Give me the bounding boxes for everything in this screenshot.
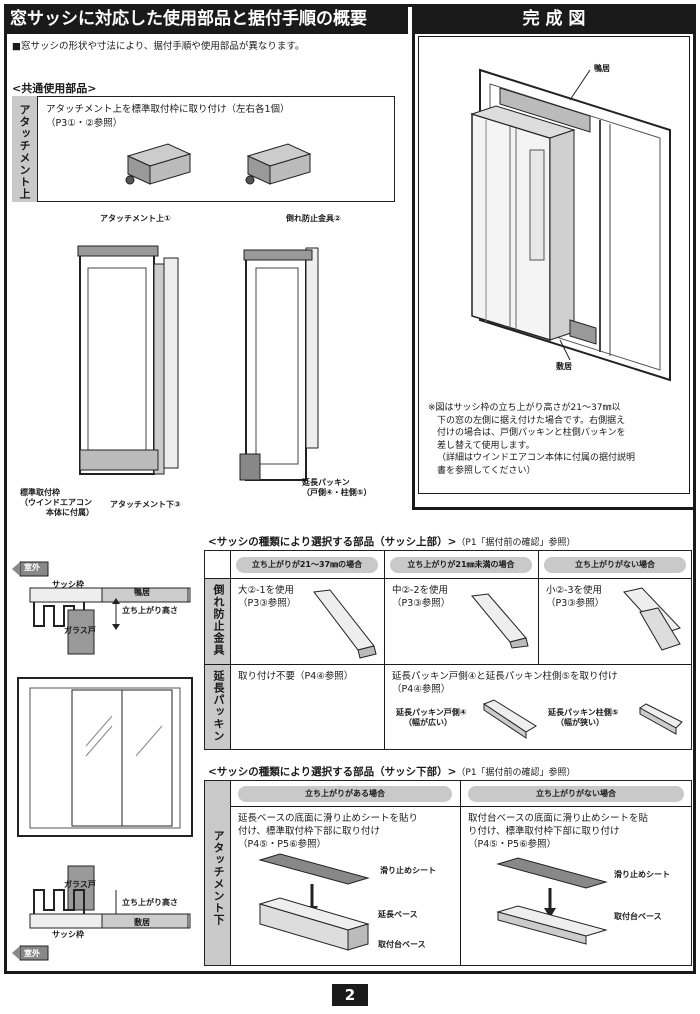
sash-outdoor-label: 室外	[24, 563, 40, 572]
fall-prevent-large-icon	[313, 589, 377, 659]
completed-title: 完 成 図	[412, 4, 696, 34]
upper-col-header-1: 立ち上がりが21〜37㎜の場合	[236, 557, 378, 573]
lower-table	[204, 780, 692, 966]
upper-row1-label: 倒れ防止金具	[212, 584, 225, 656]
upper-table	[204, 550, 692, 750]
common-side-label	[12, 96, 38, 202]
sash-rise-label: 立ち上がり高さ	[122, 606, 178, 615]
lower-left-label-sheet: 滑り止めシート	[380, 866, 436, 875]
intro-note: ■窓サッシの形状や寸法により、据付手順や使用部品が異なります。	[12, 41, 305, 52]
lower-right-label-base: 取付台ベース	[614, 912, 662, 921]
upper-r1c2: 中②-2を使用（P3③参照）	[392, 585, 451, 609]
sash-lintel-label: 鴨居	[134, 588, 150, 597]
lower-right-illustration	[496, 857, 608, 945]
attachment-top-right-illustration	[245, 143, 312, 185]
upper-col-header-3: 立ち上がりがない場合	[544, 557, 686, 573]
label-standard-frame: 標準取付枠 （ウインドエアコン 本体に付属）	[20, 488, 94, 517]
lower-left-label-base: 取付台ベース	[378, 940, 426, 949]
packing-pillar-label: 延長パッキン柱側⑤（幅が狭い）	[548, 708, 619, 727]
upper-r1c1: 大②-1を使用（P3③参照）	[238, 585, 297, 609]
page-number: 2	[332, 984, 368, 1006]
packing-door-label: 延長パッキン戸側④（幅が広い）	[396, 708, 467, 727]
sash-rise-label-2: 立ち上がり高さ	[122, 898, 178, 907]
lower-left-illustration	[258, 853, 370, 951]
label-attach-top: アタッチメント上①	[100, 214, 171, 223]
common-side-text: アタッチメント上	[18, 104, 31, 200]
label-attach-bottom: アタッチメント下③	[110, 500, 181, 509]
label-fall-prevent: 倒れ防止金具②	[286, 214, 341, 223]
common-heading: <共通使用部品>	[12, 82, 97, 95]
fall-prevent-medium-icon	[471, 593, 529, 649]
packing-door-icon	[482, 699, 537, 739]
completed-inner	[418, 36, 690, 494]
upper-col-header-2: 立ち上がりが21㎜未満の場合	[390, 557, 532, 573]
sash-glass-label: ガラス戸	[64, 626, 96, 635]
lower-right-text: 取付台ベースの底面に滑り止めシートを貼り付け、標準取付枠下部に取り付け（P4⑤・…	[468, 813, 649, 850]
sash-frame-label-2: サッシ枠	[52, 930, 84, 939]
lower-left-text: 延長ベースの底面に滑り止めシートを貼り付け、標準取付枠下部に取り付け（P4⑤・P…	[238, 813, 419, 850]
upper-r2c1: 取り付け不要（P4④参照）	[238, 671, 354, 682]
upper-r1c3: 小②-3を使用（P3③参照）	[546, 585, 605, 609]
completed-illustration	[470, 68, 671, 382]
sash-outdoor-label-2: 室外	[24, 949, 40, 958]
completed-note: ※図はサッシ枠の立ち上がり高さが21〜37㎜以 下の窓の左側に据え付けた場合です…	[428, 403, 636, 476]
lower-heading: <サッシの種類により選択する部品（サッシ下部）>（P1「据付前の確認」参照）	[208, 766, 576, 778]
sash-frame-label: サッシ枠	[52, 580, 84, 589]
common-text-1: アタッチメント上を標準取付枠に取り付け（左右各1個）	[46, 104, 290, 115]
completed-label-sill: 敷居	[556, 362, 572, 371]
upper-r2c2-text: 延長パッキン戸側④と延長パッキン柱側⑤を取り付け（P4④参照）	[392, 671, 618, 695]
attachment-top-left-illustration	[125, 143, 192, 185]
lower-right-label-sheet: 滑り止めシート	[614, 870, 670, 879]
label-ext-packing: 延長パッキン （戸側④・柱側⑤）	[302, 478, 372, 497]
sash-glass-label-2: ガラス戸	[64, 880, 96, 889]
packing-pillar-icon	[639, 703, 683, 735]
common-text-2: （P3①・②参照）	[46, 118, 123, 129]
upper-heading: <サッシの種類により選択する部品（サッシ上部）>（P1「据付前の確認」参照）	[208, 536, 576, 548]
lower-side-label: アタッチメント下	[212, 830, 225, 926]
sash-lower-section	[12, 865, 191, 961]
fall-prevent-frame-illustration	[239, 247, 319, 481]
lower-col-header-1: 立ち上がりがある場合	[238, 786, 452, 802]
upper-row2-label: 延長パッキン	[212, 670, 225, 742]
standard-frame-illustration	[77, 245, 179, 475]
lower-col-header-2: 立ち上がりがない場合	[468, 786, 684, 802]
completed-label-lintel: 鴨居	[594, 64, 610, 73]
lower-left-label-ext: 延長ベース	[378, 910, 418, 919]
sash-window-illustration	[17, 677, 193, 837]
fall-prevent-small-icon	[623, 587, 681, 651]
sash-sill-label: 敷居	[134, 918, 150, 927]
page-title: 窓サッシに対応した使用部品と据付手順の概要	[4, 4, 408, 34]
sash-upper-section	[12, 561, 191, 655]
